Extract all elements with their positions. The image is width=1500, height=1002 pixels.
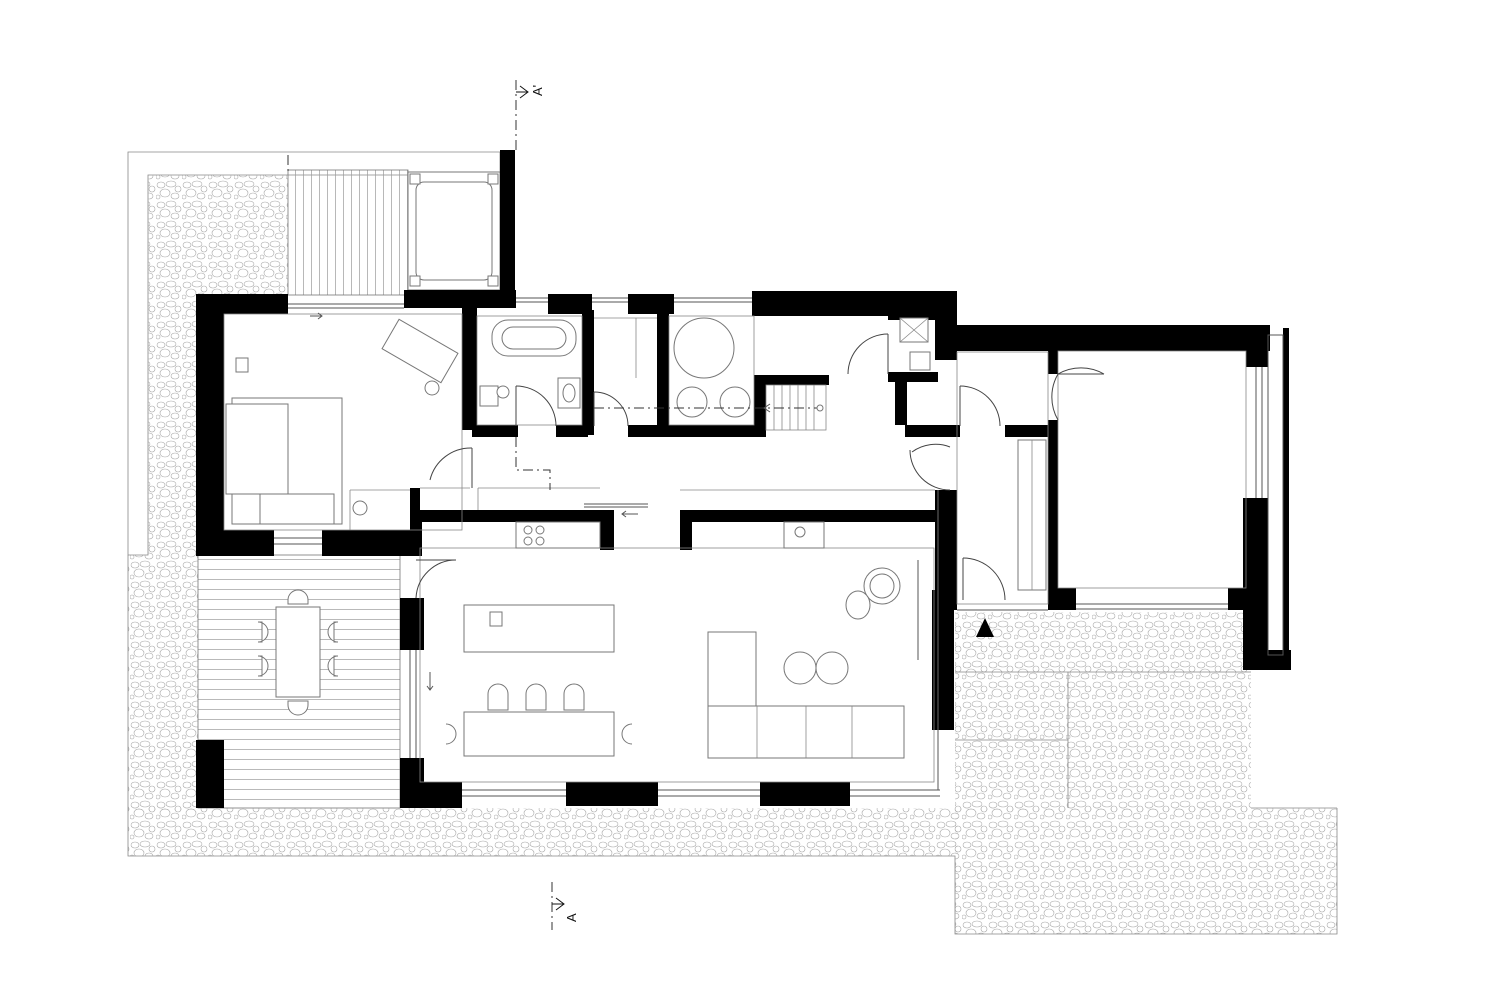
- boiler-room: [899, 317, 931, 371]
- bathroom: [476, 315, 657, 426]
- kitchen-living: [419, 521, 935, 783]
- doors: [415, 333, 1105, 601]
- section-mark-top: A': [515, 80, 545, 150]
- sliding-arrows: [310, 312, 638, 691]
- windows: [274, 297, 1284, 797]
- west-room: [223, 313, 463, 531]
- entrance-triangle-icon: [976, 618, 994, 637]
- section-arrow-icon: [519, 85, 529, 99]
- utility-room: [668, 315, 755, 426]
- garage: [1057, 350, 1247, 589]
- section-arrow-icon: [555, 897, 565, 911]
- site-ground: [127, 151, 1338, 935]
- outdoor-dining-table: [257, 589, 339, 716]
- section-label-bottom: A: [564, 913, 579, 922]
- corridor: [420, 437, 939, 730]
- walls: [196, 150, 1291, 808]
- terrace-deck-north: [287, 155, 409, 296]
- section-mark-bottom: A: [551, 882, 579, 930]
- section-label-top: A': [530, 85, 545, 96]
- hot-tub: [407, 171, 501, 291]
- entrance-hall: [956, 351, 1049, 611]
- staircase: [594, 384, 827, 431]
